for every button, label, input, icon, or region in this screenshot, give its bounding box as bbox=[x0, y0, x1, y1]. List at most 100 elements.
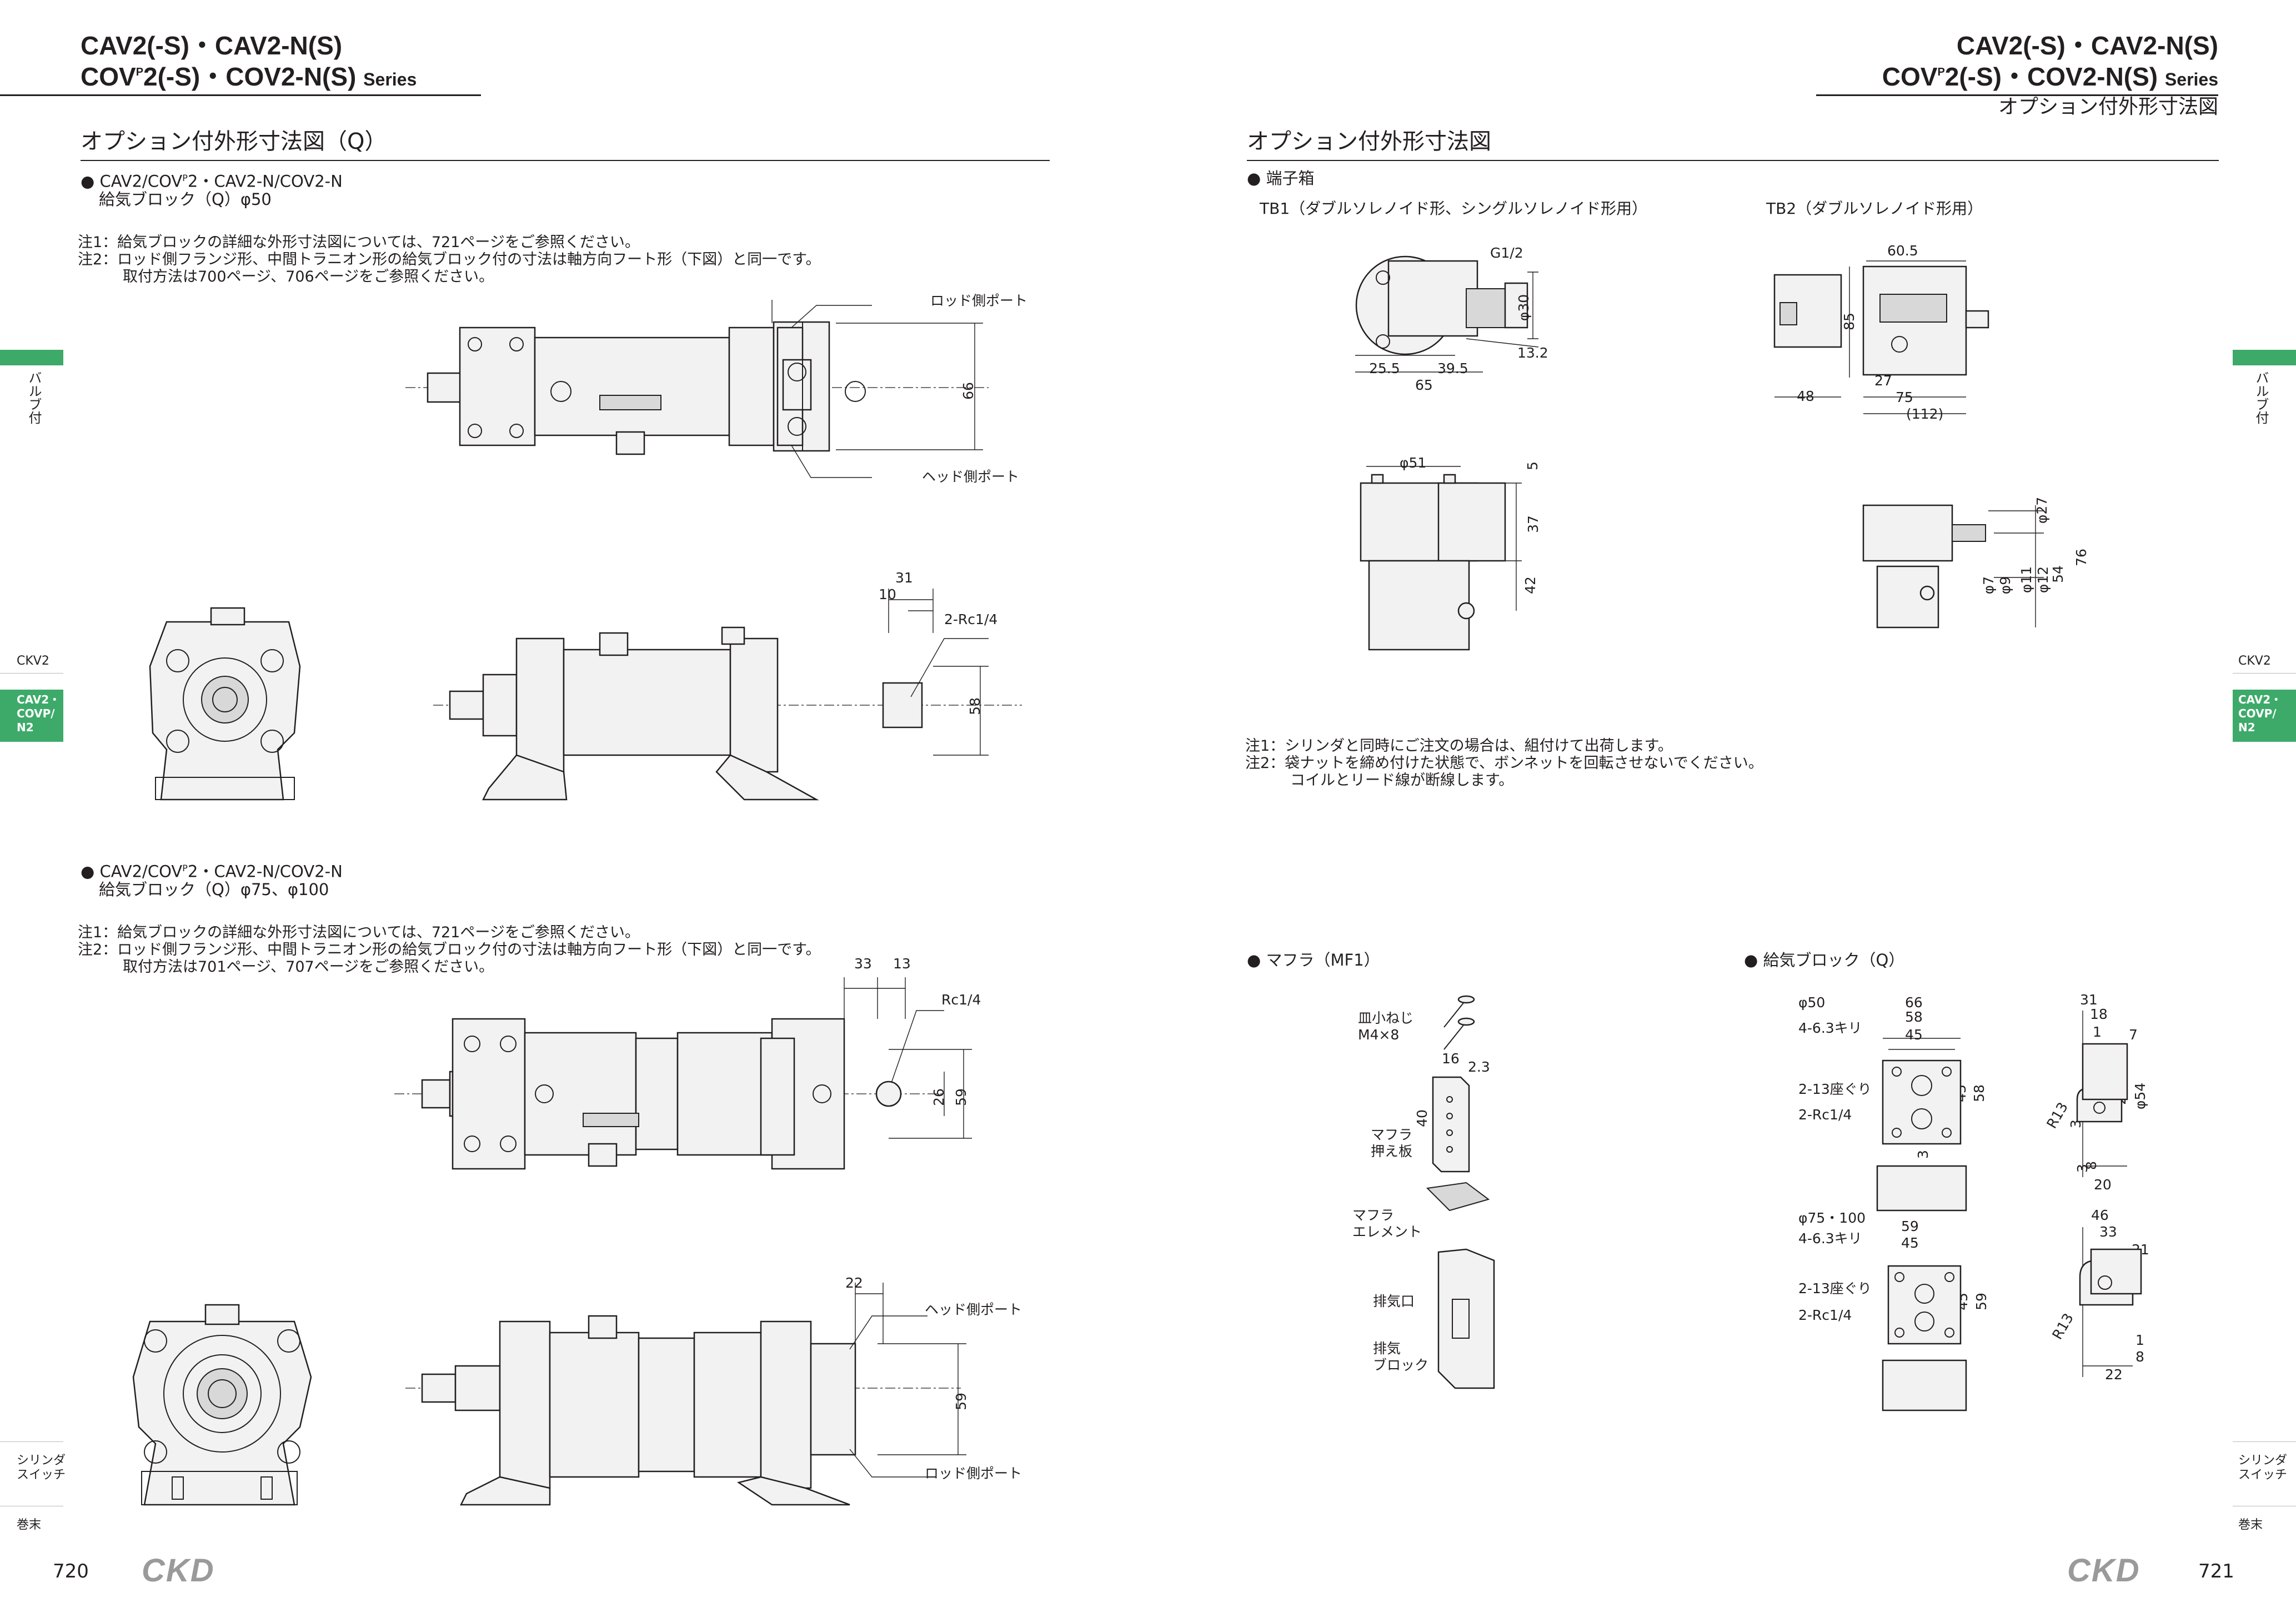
drawing-tb1-top bbox=[1355, 255, 1539, 373]
sb-phi75-100: φ75・100 bbox=[1798, 1210, 1866, 1226]
label-rc14: Rc1/4 bbox=[941, 992, 981, 1008]
muffler-screw2: M4×8 bbox=[1358, 1027, 1400, 1043]
tb1-caption: TB1（ダブルソレノイド形、シングルソレノイド形用） bbox=[1260, 199, 1648, 218]
sb-d59: 59 bbox=[1901, 1218, 1919, 1234]
dim-59: 59 bbox=[953, 1088, 969, 1106]
block2-note1: 注1：給気ブロックの詳細な外形寸法図については、721ページをご参照ください。 bbox=[78, 924, 640, 941]
muffler-exhaust-block: 排気 bbox=[1373, 1340, 1401, 1356]
tb2-phi9: φ9 bbox=[1997, 576, 2014, 595]
supply-block-title: ● 給気ブロック（Q） bbox=[1744, 951, 1905, 969]
block2-note2: 注2：ロッド側フランジ形、中間トラニオン形の給気ブロック付の寸法は軸方向フート形… bbox=[78, 941, 821, 958]
left-tab-ckv2[interactable]: CKV2 bbox=[17, 654, 49, 668]
tb2-d85: 85 bbox=[1841, 313, 1857, 330]
drawing-tb2-top bbox=[1773, 260, 1989, 414]
right-tab-valve[interactable]: バルブ付 bbox=[2253, 371, 2269, 424]
muffler-screw: 皿小ねじ bbox=[1358, 1010, 1414, 1026]
right-note3: コイルとリード線が断線します。 bbox=[1245, 772, 1514, 789]
sb-d22: 22 bbox=[2105, 1366, 2123, 1383]
sb-d66: 66 bbox=[1905, 994, 1923, 1011]
left-tab-valve-marker bbox=[0, 350, 63, 365]
muffler-exhaust-port: 排気口 bbox=[1373, 1293, 1415, 1309]
dim-31: 31 bbox=[895, 570, 913, 586]
right-tab-active[interactable]: CAV2・COVP/N2 bbox=[2233, 690, 2296, 742]
tb2-caption: TB2（ダブルソレノイド形用） bbox=[1766, 199, 1983, 218]
label-2-rc14: 2-Rc1/4 bbox=[944, 611, 998, 627]
tb1-d37: 37 bbox=[1525, 515, 1541, 533]
muffler-plate: マフラ bbox=[1371, 1127, 1413, 1143]
dim-59b: 59 bbox=[953, 1393, 969, 1410]
right-header-subtitle: オプション付外形寸法図 bbox=[1998, 96, 2218, 118]
tb2-d76: 76 bbox=[2073, 549, 2089, 566]
tb2-d48: 48 bbox=[1797, 388, 1814, 404]
tb2-phi12: φ12 bbox=[2035, 566, 2052, 594]
sb-d31: 31 bbox=[2080, 992, 2098, 1008]
muffler-d16: 16 bbox=[1442, 1051, 1460, 1067]
dim-58: 58 bbox=[966, 697, 983, 715]
tb2-d27: 27 bbox=[1874, 373, 1892, 389]
right-note1: 注1：シリンダと同時にご注文の場合は、組付けて出荷します。 bbox=[1245, 737, 1673, 755]
tb2-d60-5: 60.5 bbox=[1887, 243, 1918, 259]
tb1-d42: 42 bbox=[1522, 576, 1538, 594]
sb-r13: R13 bbox=[2043, 1099, 2072, 1132]
tb1-phi51: φ51 bbox=[1400, 455, 1427, 471]
muffler-element2: エレメント bbox=[1352, 1224, 1422, 1240]
left-tab-switch[interactable]: シリンダスイッチ bbox=[17, 1454, 66, 1482]
tb1-d25-5: 25.5 bbox=[1369, 360, 1400, 376]
tb1-g12: G1/2 bbox=[1490, 245, 1523, 261]
sb-rc2: 2-Rc1/4 bbox=[1798, 1307, 1852, 1323]
left-section-rule bbox=[81, 160, 1050, 161]
muffler-d2-3: 2.3 bbox=[1468, 1059, 1490, 1075]
sb-d45b: 45 bbox=[1901, 1235, 1919, 1251]
block2-subtitle: 給気ブロック（Q）φ75、φ100 bbox=[99, 880, 329, 899]
dim-26: 26 bbox=[930, 1088, 947, 1106]
sb-d18: 18 bbox=[2090, 1006, 2108, 1022]
right-header-line1: CAV2(-S)・CAV2-N(S) bbox=[1956, 31, 2218, 60]
left-tab-end[interactable]: 巻末 bbox=[17, 1518, 42, 1532]
sb-d7: 7 bbox=[2129, 1027, 2138, 1043]
dim-66: 66 bbox=[960, 382, 976, 400]
tb1-d5: 5 bbox=[1524, 461, 1541, 470]
sb-phi50: φ50 bbox=[1798, 994, 1826, 1011]
muffler-element: マフラ bbox=[1352, 1207, 1395, 1223]
sb-rc: 2-Rc1/4 bbox=[1798, 1107, 1852, 1123]
drawing-sb-phi75 bbox=[1882, 1265, 1967, 1411]
right-section-title: オプション付外形寸法図 bbox=[1247, 129, 1491, 154]
right-tab-ckv2[interactable]: CKV2 bbox=[2238, 654, 2271, 668]
sb-d8b: 8 bbox=[2135, 1349, 2144, 1365]
tb1-d13-2: 13.2 bbox=[1517, 345, 1548, 361]
sb-d1: 1 bbox=[2093, 1024, 2102, 1040]
block1-subtitle: 給気ブロック（Q）φ50 bbox=[99, 190, 272, 209]
left-page-number: 720 bbox=[53, 1560, 89, 1582]
muffler-plate2: 押え板 bbox=[1371, 1143, 1413, 1159]
sb-d1b: 1 bbox=[2135, 1332, 2144, 1348]
left-header-line1: CAV2(-S)・CAV2-N(S) bbox=[81, 31, 343, 60]
tb2-phi11: φ11 bbox=[2018, 566, 2035, 594]
block1-note3: 取付方法は700ページ、706ページをご参照ください。 bbox=[78, 268, 494, 285]
sb-d33: 33 bbox=[2099, 1224, 2117, 1240]
sb-cb: 2-13座ぐり bbox=[1798, 1081, 1872, 1097]
right-header-rule bbox=[1816, 94, 2218, 96]
label-head-port-2: ヘッド側ポート bbox=[925, 1302, 1022, 1318]
tb2-d112: (112) bbox=[1906, 406, 1944, 422]
left-tab-active[interactable]: CAV2・COVP/N2 bbox=[0, 690, 63, 742]
terminal-box-title: ● 端子箱 bbox=[1247, 169, 1315, 188]
sb-d45: 45 bbox=[1905, 1027, 1923, 1043]
block2-note3: 取付方法は701ページ、707ページをご参照ください。 bbox=[78, 958, 494, 976]
right-tab-end[interactable]: 巻末 bbox=[2238, 1518, 2263, 1532]
right-header-line2: COVP2(-S)・COV2-N(S) Series bbox=[1882, 62, 2218, 91]
drawing-phi75-side bbox=[405, 1283, 966, 1506]
drawing-sb-phi50 bbox=[1876, 1038, 1967, 1212]
drawing-tb1-side bbox=[1360, 466, 1522, 651]
drawing-sb-phi50-side bbox=[2076, 1011, 2128, 1177]
dim-33: 33 bbox=[854, 956, 872, 972]
right-tab-switch[interactable]: シリンダスイッチ bbox=[2238, 1454, 2288, 1482]
dim-13: 13 bbox=[893, 956, 911, 972]
drawing-phi75-top bbox=[394, 977, 972, 1170]
dim-10: 10 bbox=[879, 586, 896, 602]
sb-cb2: 2-13座ぐり bbox=[1798, 1280, 1872, 1297]
drawing-phi50-side bbox=[433, 589, 1022, 801]
tb1-phi30: φ30 bbox=[1516, 294, 1532, 321]
left-header-rule bbox=[0, 94, 481, 96]
tb1-d39-5: 39.5 bbox=[1437, 360, 1468, 376]
left-tab-valve[interactable]: バルブ付 bbox=[26, 371, 42, 424]
